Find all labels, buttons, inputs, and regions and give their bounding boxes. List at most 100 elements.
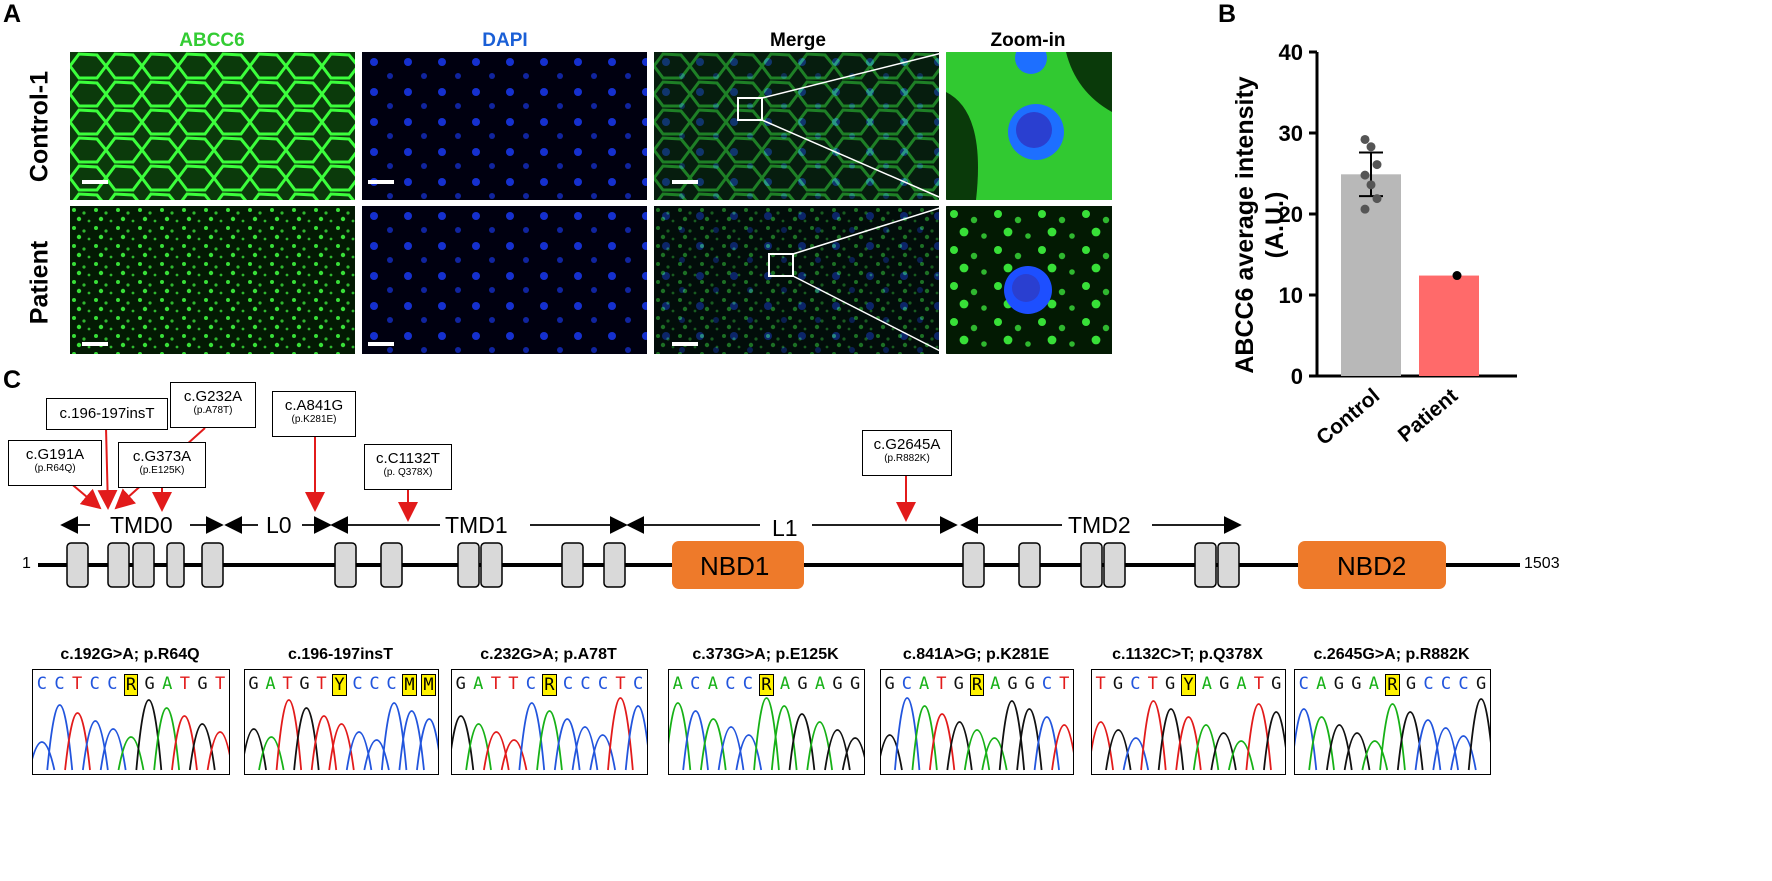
peak	[328, 723, 355, 771]
peak	[398, 710, 425, 771]
chromatogram-title: c.2645G>A; p.R882K	[1313, 646, 1470, 663]
mutation-box: c.A841G (p.K281E)	[272, 391, 356, 437]
base-call: R	[759, 674, 774, 696]
base-call: C	[54, 674, 65, 694]
peak	[1210, 732, 1237, 771]
mutation-box: c.G373A (p.E125K)	[118, 442, 206, 488]
base-call: G	[1475, 674, 1487, 694]
base-call: G	[1219, 674, 1230, 694]
base-call: G	[1271, 674, 1282, 694]
base-call: T	[1253, 674, 1265, 694]
base-call: A	[707, 674, 718, 694]
micrograph-patient-dapi	[362, 206, 647, 354]
base-call: C	[386, 674, 397, 694]
region-label-l0: L0	[266, 512, 292, 538]
base-call: C	[1130, 674, 1141, 694]
base-call: A	[672, 674, 683, 694]
peak	[700, 718, 727, 771]
peak	[1379, 703, 1406, 771]
sequence-start: 1	[22, 555, 31, 572]
base-call: Y	[1181, 674, 1196, 696]
peak	[553, 718, 581, 771]
chromatogram-title: c.192G>A; p.R64Q	[60, 646, 200, 663]
y-tick-label: 20	[1279, 202, 1303, 227]
base-call: R	[969, 674, 985, 696]
base-call: C	[369, 674, 380, 694]
base-call: T	[282, 674, 293, 694]
peak	[806, 721, 833, 771]
peak	[99, 728, 127, 771]
base-call: T	[936, 674, 947, 694]
peak	[1361, 740, 1389, 771]
peak	[518, 702, 546, 771]
domain-diagram	[38, 427, 1520, 589]
base-call: C	[690, 674, 701, 694]
base-call: T	[490, 674, 501, 694]
nbd1-label: NBD1	[700, 551, 770, 581]
y-tick-label: 0	[1291, 364, 1303, 389]
panel-a-letter: A	[3, 0, 22, 28]
peak	[1396, 711, 1424, 771]
chromatogram-title: c.196-197insT	[288, 646, 393, 663]
base-call: M	[421, 674, 436, 696]
base-call: A	[1236, 674, 1247, 694]
peak	[735, 734, 763, 771]
peak	[1245, 703, 1272, 771]
peak	[188, 723, 216, 771]
y-tick-label: 30	[1279, 121, 1303, 146]
micrograph-control-merge	[654, 52, 939, 200]
peak	[624, 705, 647, 771]
base-call: C	[1458, 674, 1469, 694]
scale-bar	[82, 342, 108, 346]
base-call: C	[597, 674, 609, 694]
y-tick-label: 40	[1279, 40, 1303, 65]
peak	[770, 705, 798, 771]
peak	[293, 707, 320, 771]
nbd2-label: NBD2	[1337, 551, 1407, 581]
base-call: C	[1440, 674, 1452, 694]
peak	[1326, 724, 1353, 771]
base-call: C	[901, 674, 913, 694]
base-call: T	[214, 674, 226, 694]
data-point	[1366, 180, 1376, 190]
peak	[1175, 716, 1202, 771]
peak	[824, 729, 851, 771]
base-call: G	[953, 674, 964, 694]
base-call: G	[1007, 674, 1018, 694]
base-call: Y	[332, 674, 347, 696]
peak	[1414, 719, 1442, 771]
base-call: C	[562, 674, 574, 694]
peak	[416, 718, 438, 771]
base-call: C	[742, 674, 754, 694]
peak	[1157, 708, 1185, 771]
peak	[81, 720, 109, 771]
y-axis-label-line1: ABCC6 average intensity	[1231, 76, 1259, 373]
sequence-end: 1503	[1524, 555, 1560, 572]
peak	[1016, 708, 1043, 771]
peak	[963, 729, 991, 771]
region-label-tmd2: TMD2	[1068, 512, 1131, 538]
data-point	[1360, 134, 1370, 144]
scale-bar	[368, 342, 394, 346]
peak	[245, 728, 267, 771]
mutation-box: c.C1132T (p. Q378X)	[364, 444, 452, 490]
peak	[1192, 724, 1220, 771]
peak	[682, 710, 709, 771]
data-point	[1372, 194, 1382, 204]
peak	[1308, 716, 1335, 771]
base-call: C	[36, 674, 47, 694]
base-call: A	[1316, 674, 1327, 694]
base-call: T	[1147, 674, 1158, 694]
nbd1-domain	[672, 541, 804, 589]
micrograph-control-abcc6	[70, 52, 355, 200]
